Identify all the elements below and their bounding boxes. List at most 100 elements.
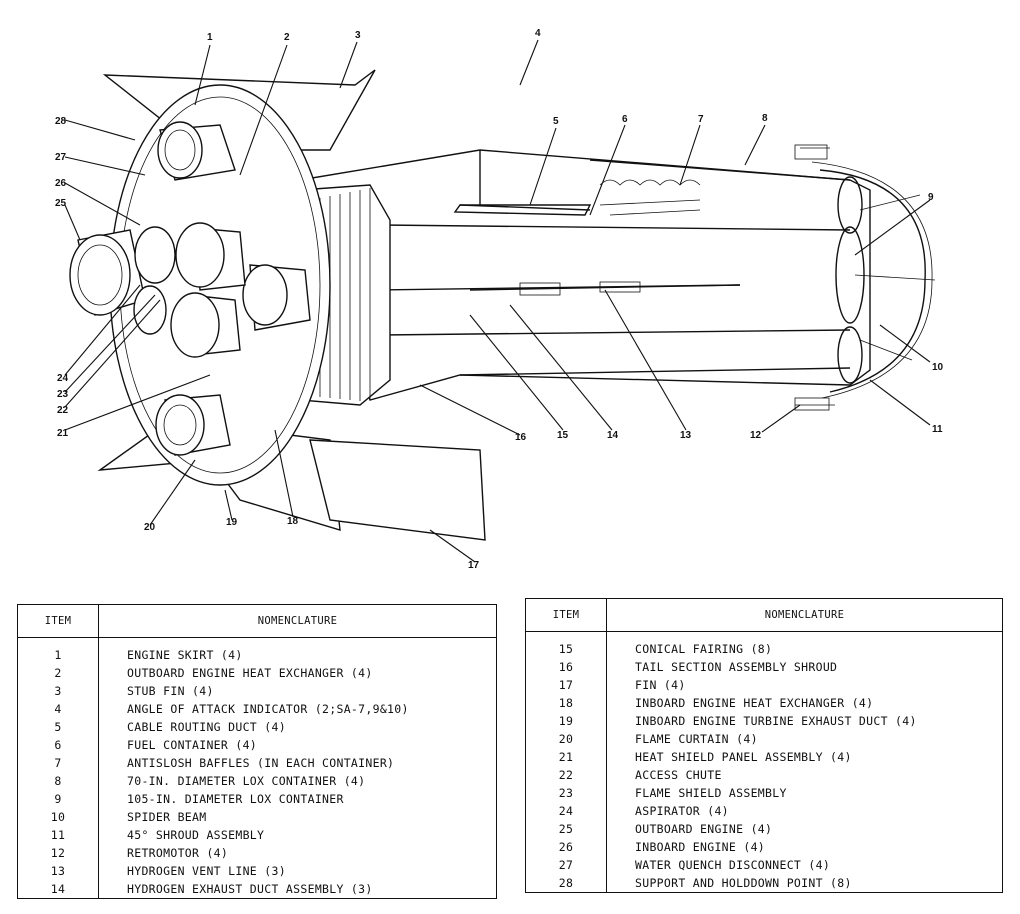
inboard-engine-a <box>134 226 176 284</box>
table-row: 20 FLAME CURTAIN (4) <box>525 730 1003 748</box>
callout-10: 10 <box>932 362 944 373</box>
item-name: ANGLE OF ATTACK INDICATOR (2;SA-7,9&10) <box>127 702 409 716</box>
table-row: 12 RETROMOTOR (4) <box>17 844 497 862</box>
item-name: 45° SHROUD ASSEMBLY <box>127 828 265 842</box>
item-number: 6 <box>17 736 99 754</box>
item-number: 28 <box>525 874 607 893</box>
item-name: 105-IN. DIAMETER LOX CONTAINER <box>127 792 344 806</box>
callout-13: 13 <box>680 430 692 441</box>
item-number: 26 <box>525 838 607 856</box>
callout-9: 9 <box>928 192 934 203</box>
engines <box>69 121 311 456</box>
item-number: 17 <box>525 676 607 694</box>
item-number: 21 <box>525 748 607 766</box>
callout-15: 15 <box>557 430 569 441</box>
table-row: 22 ACCESS CHUTE <box>525 766 1003 784</box>
table-row: 3 STUB FIN (4) <box>17 682 497 700</box>
item-name: ASPIRATOR (4) <box>635 804 729 818</box>
inboard-engine-b <box>175 222 246 291</box>
item-name: TAIL SECTION ASSEMBLY SHROUD <box>635 660 838 674</box>
item-name: HYDROGEN EXHAUST DUCT ASSEMBLY (3) <box>127 882 373 896</box>
item-number: 22 <box>525 766 607 784</box>
table-row: 28 SUPPORT AND HOLDDOWN POINT (8) <box>525 874 1003 893</box>
item-name: HEAT SHIELD PANEL ASSEMBLY (4) <box>635 750 852 764</box>
callout-20: 20 <box>144 522 156 533</box>
item-name: CONICAL FAIRING (8) <box>635 642 773 656</box>
callout-5: 5 <box>553 116 559 127</box>
callout-16: 16 <box>515 432 527 443</box>
table-row: 21 HEAT SHIELD PANEL ASSEMBLY (4) <box>525 748 1003 766</box>
item-name: INBOARD ENGINE TURBINE EXHAUST DUCT (4) <box>635 714 917 728</box>
table-row: 19 INBOARD ENGINE TURBINE EXHAUST DUCT (4… <box>525 712 1003 730</box>
item-number: 1 <box>17 637 99 664</box>
nomenclature-header: NOMENCLATURE <box>98 604 497 638</box>
item-name: HYDROGEN VENT LINE (3) <box>127 864 286 878</box>
callout-12: 12 <box>750 430 762 441</box>
callout-19: 19 <box>226 517 238 528</box>
callout-17: 17 <box>468 560 480 571</box>
table-row: 9 105-IN. DIAMETER LOX CONTAINER <box>17 790 497 808</box>
item-number: 7 <box>17 754 99 772</box>
callout-24: 24 <box>57 373 69 384</box>
table-row: 23 FLAME SHIELD ASSEMBLY <box>525 784 1003 802</box>
item-name: RETROMOTOR (4) <box>127 846 229 860</box>
outboard-engine-bottom <box>155 394 231 456</box>
outboard-engine-left <box>69 229 146 316</box>
item-number: 10 <box>17 808 99 826</box>
item-number: 20 <box>525 730 607 748</box>
item-header: ITEM <box>17 604 99 638</box>
nomenclature-header: NOMENCLATURE <box>606 598 1003 632</box>
inboard-engine-c <box>170 292 241 358</box>
item-number: 12 <box>17 844 99 862</box>
item-number: 24 <box>525 802 607 820</box>
item-number: 11 <box>17 826 99 844</box>
callout-18: 18 <box>287 516 299 527</box>
callout-28: 28 <box>55 116 67 127</box>
item-number: 18 <box>525 694 607 712</box>
inboard-engine-d <box>133 285 167 335</box>
item-name: SUPPORT AND HOLDDOWN POINT (8) <box>635 876 852 890</box>
callout-11: 11 <box>932 424 943 435</box>
table-row: 24 ASPIRATOR (4) <box>525 802 1003 820</box>
table-row: 11 45° SHROUD ASSEMBLY <box>17 826 497 844</box>
outboard-engine-top <box>157 121 236 181</box>
outboard-engine-right <box>242 264 311 331</box>
item-name: WATER QUENCH DISCONNECT (4) <box>635 858 831 872</box>
callout-7: 7 <box>698 114 704 125</box>
item-name: OUTBOARD ENGINE HEAT EXCHANGER (4) <box>127 666 373 680</box>
item-number: 19 <box>525 712 607 730</box>
item-name: SPIDER BEAM <box>127 810 207 824</box>
item-name: STUB FIN (4) <box>127 684 214 698</box>
item-number: 3 <box>17 682 99 700</box>
callout-14: 14 <box>607 430 619 441</box>
item-name: ACCESS CHUTE <box>635 768 722 782</box>
item-name: 70-IN. DIAMETER LOX CONTAINER (4) <box>127 774 366 788</box>
callout-25: 25 <box>55 198 67 209</box>
tank-cluster <box>299 144 936 411</box>
item-number: 9 <box>17 790 99 808</box>
table-row: 13 HYDROGEN VENT LINE (3) <box>17 862 497 880</box>
item-number: 13 <box>17 862 99 880</box>
callout-3: 3 <box>355 30 361 41</box>
callout-1: 1 <box>207 32 213 43</box>
item-number: 25 <box>525 820 607 838</box>
item-number: 15 <box>525 631 607 658</box>
item-name: FLAME SHIELD ASSEMBLY <box>635 786 787 800</box>
item-name: FLAME CURTAIN (4) <box>635 732 758 746</box>
item-number: 23 <box>525 784 607 802</box>
callout-21: 21 <box>57 428 69 439</box>
callout-26: 26 <box>55 178 67 189</box>
item-name: INBOARD ENGINE (4) <box>635 840 766 854</box>
leader-lines <box>64 39 931 563</box>
callout-6: 6 <box>622 114 628 125</box>
